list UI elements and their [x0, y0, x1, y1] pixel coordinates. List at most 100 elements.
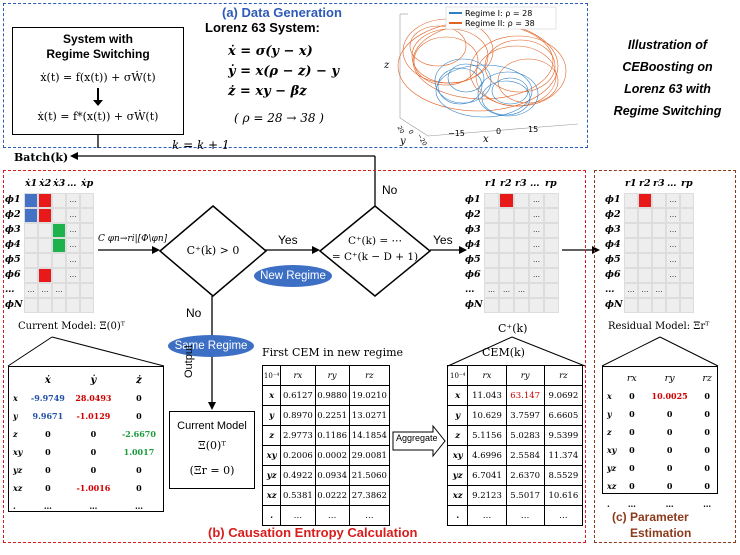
matrix-row-label: …: [5, 284, 15, 295]
matrix-row-label: ϕ5: [605, 254, 621, 265]
matrix-col-header: ẋ2: [39, 178, 52, 189]
current-model-label: Current Model: Ξ(0)ᵀ: [18, 321, 125, 332]
cem-cell: …: [505, 505, 545, 526]
matrix-cell: …: [666, 193, 680, 208]
xi-cell: 0: [136, 393, 142, 403]
xi-cell: 0: [45, 429, 51, 439]
cem-corner: 10⁻⁴: [261, 365, 282, 386]
matrix-cell: …: [638, 283, 652, 298]
section-a-title: (a) Data Generation: [222, 5, 342, 20]
xi-cell: 0: [45, 447, 51, 457]
res-cell: 0: [666, 445, 673, 455]
xi-col-header: ż: [136, 374, 142, 386]
matrix-cell: …: [652, 283, 666, 298]
res-cell: 0: [629, 481, 635, 491]
matrix-cell: [484, 253, 499, 268]
matrix-cell: [544, 238, 559, 253]
xi-row-label: x: [13, 393, 18, 403]
cem-cell: 63.147: [505, 385, 545, 406]
matrix-cell: …: [38, 283, 52, 298]
matrix-cell: [499, 253, 514, 268]
matrix-col-header: rp: [681, 178, 693, 189]
matrix-cell: [80, 238, 94, 253]
matrix-cell: [680, 253, 694, 268]
matrix-cell: [24, 298, 38, 313]
matrix-cell: [24, 253, 38, 268]
xi-row-label: yz: [13, 465, 23, 475]
matrix-cell: [24, 268, 38, 283]
x-tick-1: −15: [448, 129, 465, 138]
matrix-cell: [38, 193, 52, 208]
lorenz-eq-x: ẋ = σ(y − x): [228, 44, 313, 59]
matrix-cell: …: [529, 253, 544, 268]
cem-row-label: .: [261, 505, 282, 526]
z-axis-label: z: [383, 60, 390, 71]
matrix-row-label: ϕ3: [5, 224, 21, 235]
matrix-cell: [52, 208, 66, 223]
matrix-cell: …: [484, 283, 499, 298]
matrix-cell: [652, 253, 666, 268]
plot-legend: Regime I: ρ = 28 Regime II: ρ = 38: [445, 6, 557, 30]
res-cell: 0: [666, 409, 673, 419]
res-row-label: .: [607, 499, 610, 509]
matrix-cell: [666, 283, 680, 298]
cem-cell: 2.6370: [505, 465, 545, 486]
matrix-cell: [38, 208, 52, 223]
xi-row-label: xz: [13, 483, 23, 493]
matrix-cell: [484, 208, 499, 223]
xi-cell: 28.0493: [75, 393, 112, 403]
cem-col-header: ry: [314, 365, 350, 386]
res-cell: 0: [629, 427, 635, 437]
xi-cell: 9.9671: [32, 411, 64, 421]
matrix-cell: …: [529, 238, 544, 253]
cem-col-header: rx: [280, 365, 316, 386]
matrix-cell: [24, 238, 38, 253]
xi-cell: -1.0016: [76, 483, 111, 493]
res-cell: 0: [704, 463, 710, 473]
matrix-cell: [544, 268, 559, 283]
matrix-cell: …: [529, 223, 544, 238]
lorenz-eq-y: ẏ = x(ρ − z) − y: [228, 64, 340, 79]
res-cell: 10.0025: [651, 391, 688, 401]
matrix-cell: [499, 298, 514, 313]
cem-cell: 3.7597: [505, 405, 545, 426]
cem-cell: 2.9773: [280, 425, 316, 446]
cem-row-label: xz: [446, 485, 469, 506]
res-cell: 0: [629, 463, 635, 473]
xi-cell: 0: [45, 483, 51, 493]
matrix-cell: [24, 193, 38, 208]
cem-cell: 5.5017: [505, 485, 545, 506]
xi-cell: -2.6670: [121, 429, 156, 439]
matrix-cell: [499, 208, 514, 223]
mid-matrix-grid: ………………………: [484, 193, 559, 313]
cem-cell: 27.3862: [348, 485, 391, 506]
no-label-top: No: [382, 183, 398, 197]
matrix-col-header: ẋp: [81, 178, 94, 189]
section-b-title: (b) Causation Entropy Calculation: [208, 525, 418, 540]
res-cell: …: [665, 499, 674, 509]
cplus-label: C⁺(k): [498, 322, 528, 335]
section-c-title-2: Estimation: [630, 526, 692, 540]
matrix-cell: [638, 223, 652, 238]
cem-cell: 11.043: [467, 385, 507, 406]
cem-row-label: y: [446, 405, 469, 426]
res-row-label: z: [607, 427, 612, 437]
cem-cell: 4.6996: [467, 445, 507, 466]
matrix-cell: [624, 223, 638, 238]
matrix-cell: [80, 253, 94, 268]
matrix-cell: [624, 238, 638, 253]
matrix-cell: [499, 193, 514, 208]
cem-col-header: rx: [467, 365, 507, 386]
cem-corner: 10⁻⁴: [446, 365, 469, 386]
cem-cell: 0.0934: [314, 465, 350, 486]
